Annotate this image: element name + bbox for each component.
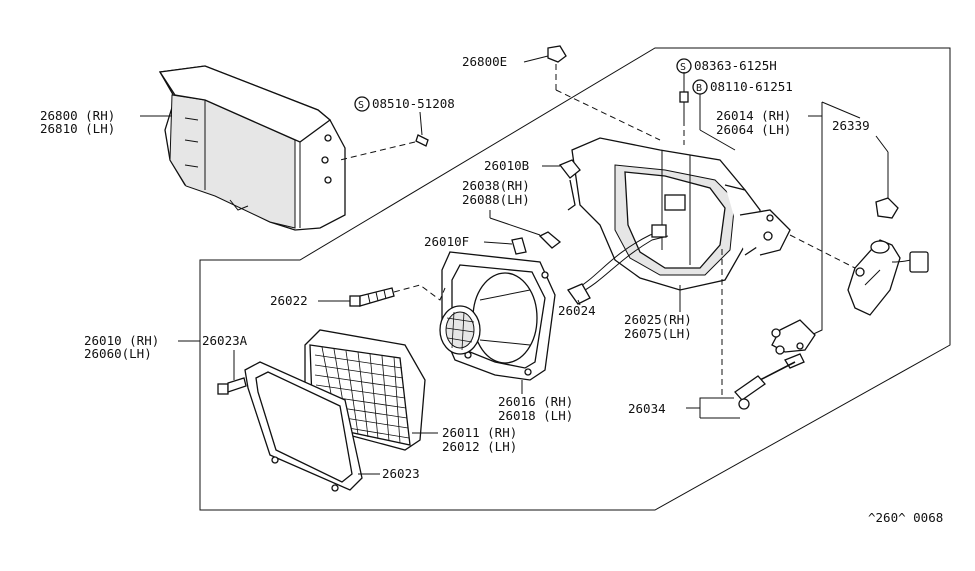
label-26810: 26810 (LH) bbox=[40, 121, 115, 136]
s-symbol-2: S bbox=[680, 62, 686, 73]
assembly-boundary bbox=[199, 47, 951, 511]
screw-26022 bbox=[349, 287, 395, 307]
label-26034: 26034 bbox=[628, 401, 666, 416]
label-26800: 26800 (RH) bbox=[40, 108, 115, 123]
link-rod-assembly bbox=[734, 319, 816, 410]
label-26012: 26012 (LH) bbox=[442, 439, 517, 454]
label-26010: 26010 (RH) bbox=[84, 333, 159, 348]
label-26088: 26088(LH) bbox=[462, 192, 530, 207]
label-08110: 08110-61251 bbox=[710, 79, 793, 94]
bolt-08363 bbox=[679, 91, 689, 120]
adjuster-motor-26014 bbox=[847, 239, 929, 316]
label-26800E: 26800E bbox=[462, 54, 507, 69]
label-08510: 08510-51208 bbox=[372, 96, 455, 111]
retaining-ring-26023 bbox=[244, 361, 363, 492]
label-26016: 26016 (RH) bbox=[498, 394, 573, 409]
label-26010B: 26010B bbox=[484, 158, 529, 173]
b-symbol: B bbox=[696, 83, 702, 94]
screw-08510: S bbox=[354, 96, 429, 147]
mounting-bracket-26025 bbox=[558, 137, 791, 291]
clip-26800E bbox=[547, 45, 567, 63]
label-26024: 26024 bbox=[558, 303, 596, 318]
label-26025: 26025(RH) bbox=[624, 312, 692, 327]
bulb-26024 bbox=[439, 283, 591, 355]
label-26010F: 26010F bbox=[424, 234, 469, 249]
diagram-code: ^260^ 0068 bbox=[868, 510, 943, 525]
s-symbol: S bbox=[358, 100, 364, 111]
label-26018: 26018 (LH) bbox=[498, 408, 573, 423]
label-26023: 26023 bbox=[382, 466, 420, 481]
label-26014: 26014 (RH) bbox=[716, 108, 791, 123]
label-26023A: 26023A bbox=[202, 333, 248, 348]
label-26075: 26075(LH) bbox=[624, 326, 692, 341]
label-26064: 26064 (LH) bbox=[716, 122, 791, 137]
headlamp-housing bbox=[158, 65, 346, 231]
label-26060: 26060(LH) bbox=[84, 346, 152, 361]
label-26339: 26339 bbox=[832, 118, 870, 133]
label-26022: 26022 bbox=[270, 293, 308, 308]
label-08363: 08363-6125H bbox=[694, 58, 777, 73]
label-26011: 26011 (RH) bbox=[442, 425, 517, 440]
grommet-26339 bbox=[875, 197, 899, 219]
screw-26023A bbox=[217, 377, 247, 395]
label-26038: 26038(RH) bbox=[462, 178, 530, 193]
